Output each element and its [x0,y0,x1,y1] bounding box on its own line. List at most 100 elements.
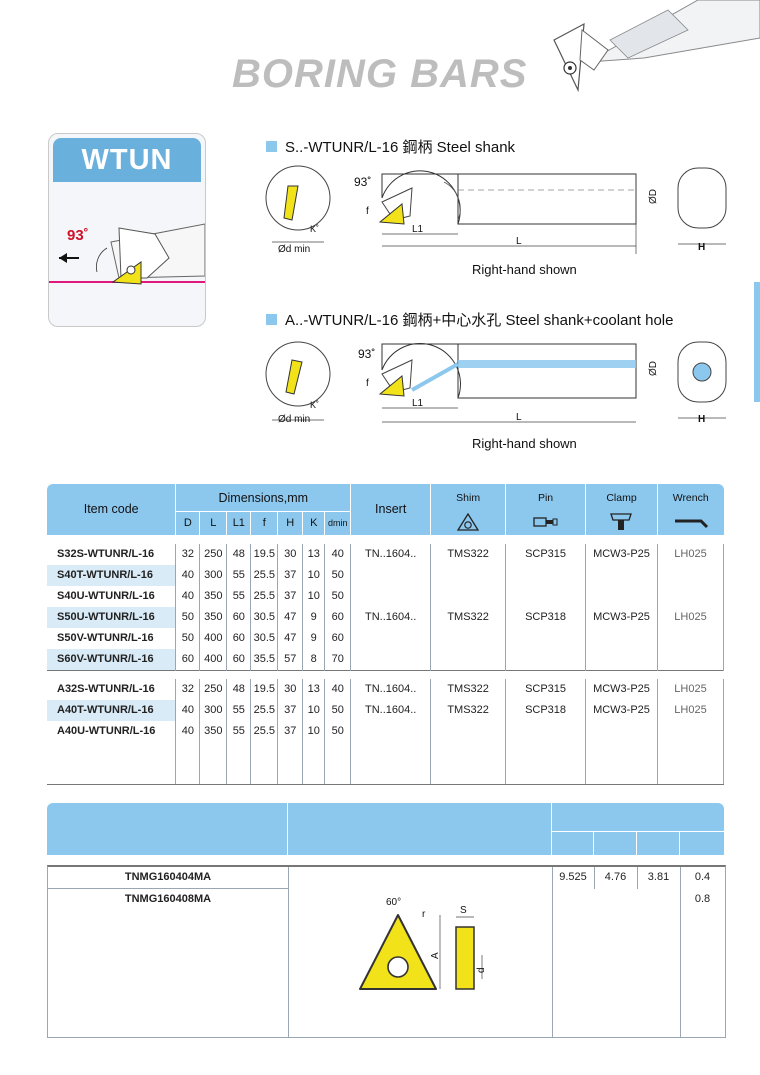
dim-dmin: 50 [324,585,352,607]
dim-L1: 60 [226,606,252,628]
dim-D: 32 [175,543,201,565]
dim-K: 10 [302,720,326,742]
accessory-wrench: LH025 [657,678,725,700]
insert-value: 0.8 [694,893,711,905]
header-shim: Shim [430,484,506,512]
insert-value: 0.4 [694,871,711,883]
dim-H: 37 [277,585,304,607]
svg-text:Ød min: Ød min [278,414,310,425]
pin-icon [505,511,586,535]
accessory-wrench [657,720,725,742]
boring-bar-header-illustration [553,0,760,93]
accessory-insert: TN..1604.. [350,678,432,700]
item-code: A32S-WTUNR/L-16 [47,678,177,700]
dim-L: 250 [199,543,228,565]
dim-L1: 60 [226,627,252,649]
item-code: S50U-WTUNR/L-16 [47,606,177,628]
svg-text:K˚: K˚ [310,224,319,234]
header-dim-L: L [199,511,227,535]
accessory-clamp [585,720,658,742]
insert-code: TNMG160404MA [124,871,212,883]
svg-text:ØD: ØD [648,361,659,376]
accessory-shim: TMS322 [430,543,507,565]
dim-dmin: 70 [324,648,352,670]
dim-f: 25.5 [250,699,279,721]
dim-H: 57 [277,648,304,670]
svg-text:K˚: K˚ [310,400,319,410]
item-code: S60V-WTUNR/L-16 [47,648,177,670]
dim-D: 40 [175,720,201,742]
dim-f: 19.5 [250,543,279,565]
accessory-pin: SCP315 [505,678,587,700]
dim-dmin: 60 [324,606,352,628]
dim-H: 37 [277,720,304,742]
dim-dmin: 50 [324,699,352,721]
accessory-shim: TMS322 [430,564,507,670]
header-wrench: Wrench [656,484,724,512]
accessory-wrench: LH025 [657,564,725,670]
accessory-clamp: MCW3-P25 [585,678,658,700]
header-dim-L1: L1 [226,511,251,535]
turning-tool-icon: 93˚ [49,223,205,285]
dim-L: 300 [199,564,228,586]
dim-K: 10 [302,585,326,607]
dim-L1: 60 [226,648,252,670]
insert-table-body: TNMG160404MA TNMG160408MA 9.525 4.76 3.8… [47,865,726,1038]
steel-shank-drawing: Ød min K˚ 93˚ f L1 L ØD H [265,165,727,255]
dim-K: 10 [302,564,326,586]
section-steel-shank-caption: Right-hand shown [472,262,577,277]
svg-text:r: r [422,909,426,920]
svg-text:L1: L1 [412,398,424,409]
header-pin: Pin [505,484,586,512]
dim-K: 9 [302,606,326,628]
svg-text:93˚: 93˚ [358,347,375,361]
accessory-pin: SCP318 [505,699,587,721]
dim-D: 60 [175,648,201,670]
dim-D: 50 [175,627,201,649]
svg-text:H: H [698,242,705,253]
coolant-shank-drawing: Ød min K˚ 93˚ f L1 L ØD H [265,341,727,425]
clamp-icon [585,511,658,535]
header-dim-f: f [250,511,278,535]
section-marker-icon [266,141,277,152]
svg-text:S: S [460,905,467,916]
tool-angle-label: 93˚ [67,227,89,244]
header-dim-K: K [302,511,325,535]
svg-text:d: d [476,967,487,973]
section-marker-icon [266,314,277,325]
wrench-icon [656,511,724,535]
svg-text:60°: 60° [386,897,401,908]
svg-text:L: L [516,236,522,247]
section-steel-shank-heading: S..-WTUNR/L-16 鋼柄 Steel shank [266,136,515,157]
dim-H: 37 [277,699,304,721]
dim-f: 35.5 [250,648,279,670]
dim-f: 30.5 [250,606,279,628]
svg-text:f: f [366,206,369,217]
section-coolant-heading: A..-WTUNR/L-16 鋼柄+中心水孔 Steel shank+coola… [266,309,673,330]
dim-L1: 48 [226,678,252,700]
dim-H: 30 [277,678,304,700]
accessory-clamp: MCW3-P25 [585,564,658,670]
dim-f: 25.5 [250,564,279,586]
dim-L1: 55 [226,585,252,607]
dim-dmin: 50 [324,720,352,742]
series-card: WTUN 93˚ [48,133,206,327]
accessory-insert: TN..1604.. [350,564,432,670]
svg-text:L: L [516,412,522,423]
dim-K: 10 [302,699,326,721]
dim-L: 350 [199,585,228,607]
dim-D: 40 [175,699,201,721]
header-clamp: Clamp [585,484,658,512]
svg-text:ØD: ØD [648,189,659,204]
dim-H: 37 [277,564,304,586]
accessory-insert [350,720,432,742]
insert-code: TNMG160408MA [124,893,212,905]
accessory-shim [430,720,507,742]
insert-value: 9.525 [559,871,587,883]
dim-H: 30 [277,543,304,565]
